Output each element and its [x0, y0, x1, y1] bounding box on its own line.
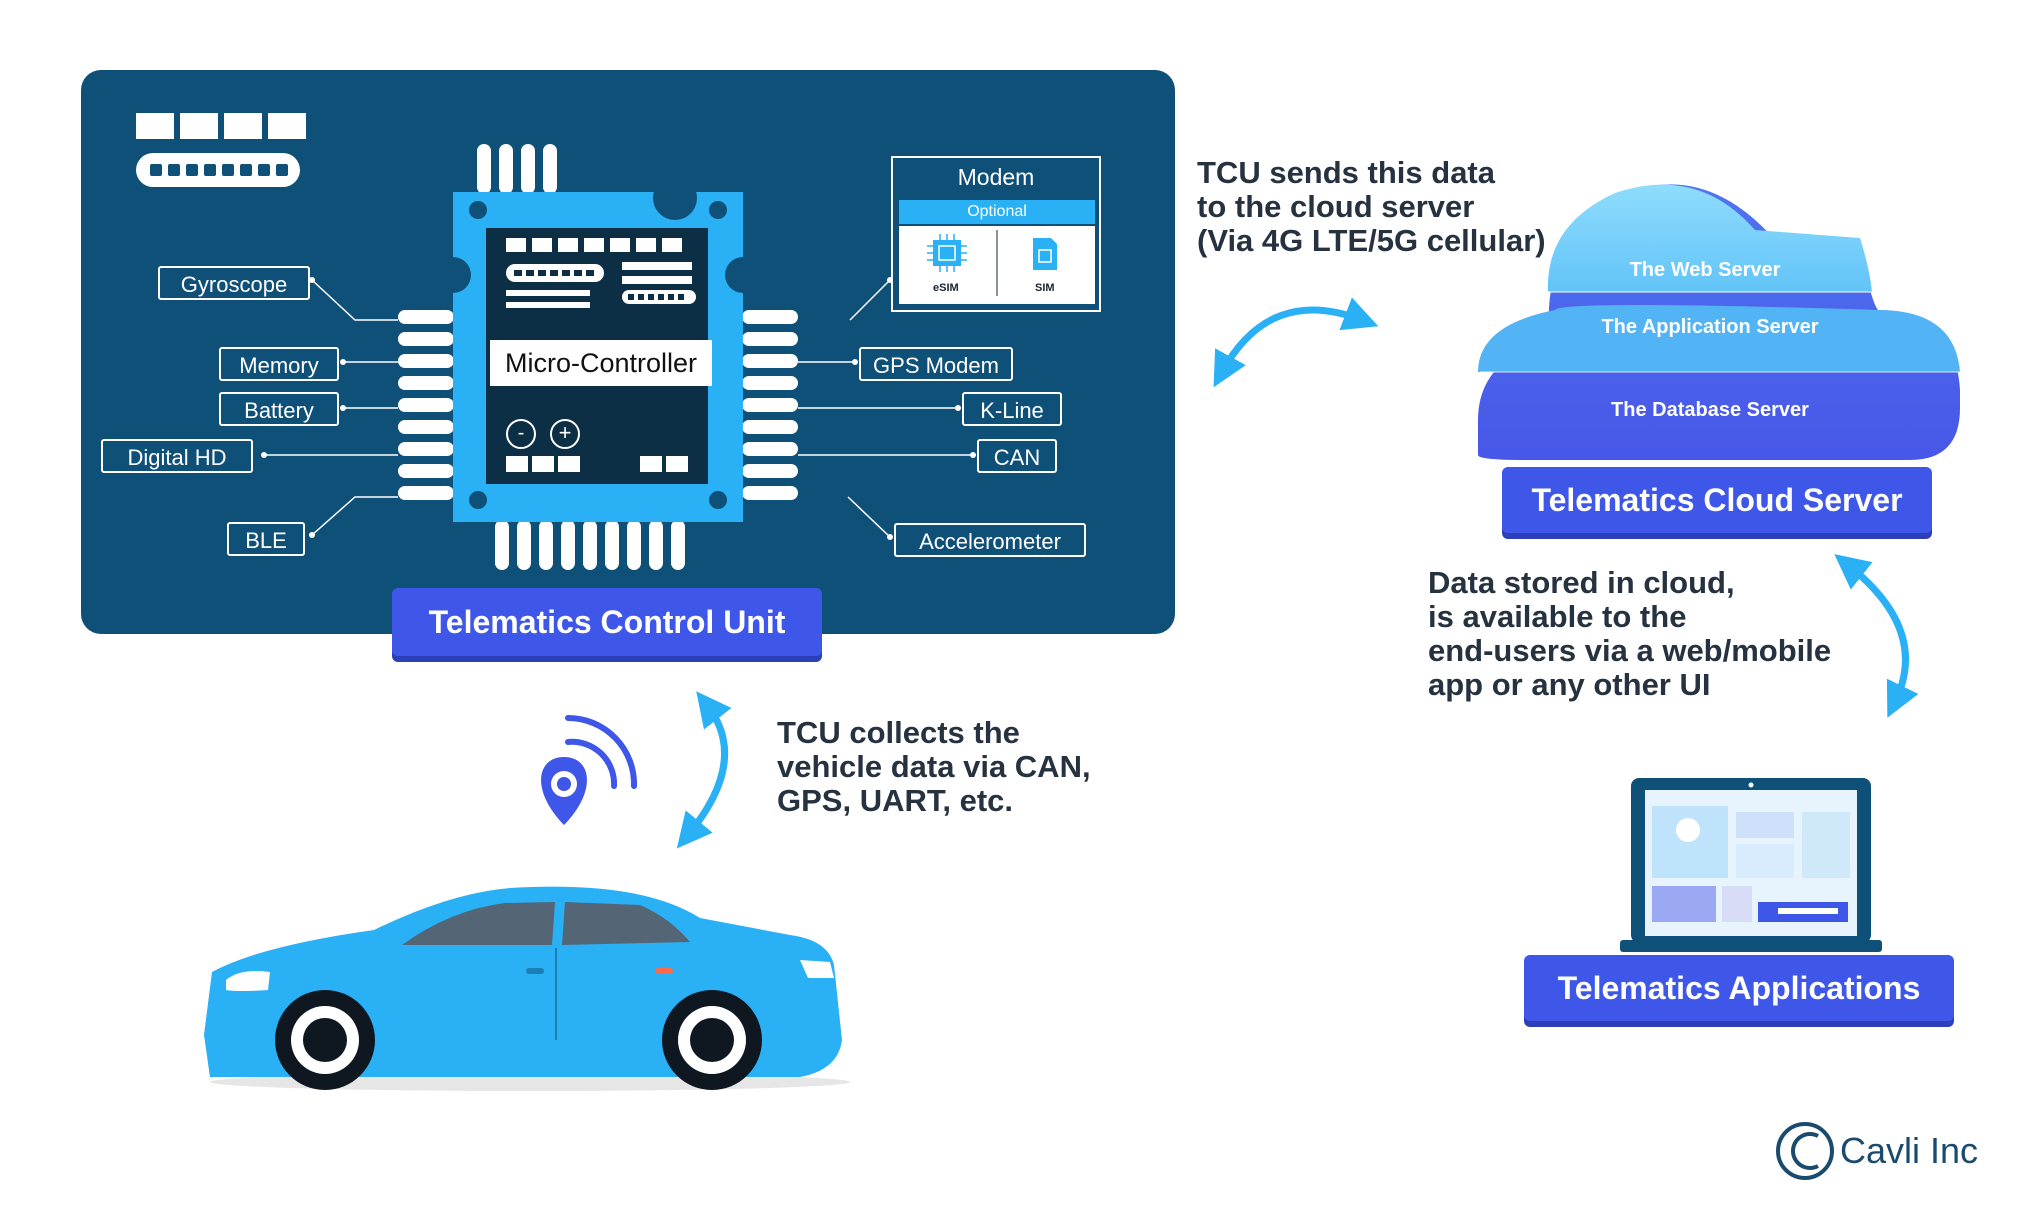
sensor-can: CAN: [977, 439, 1057, 473]
cavli-logo-icon: [1776, 1122, 1834, 1180]
apps-title-banner: Telematics Applications: [1524, 955, 1954, 1021]
chip-pins: [398, 144, 798, 570]
brand-name: Cavli Inc: [1840, 1130, 1979, 1171]
cloud-layer-web: The Web Server: [1629, 259, 1781, 281]
send-arrow-icon: [1213, 297, 1379, 388]
note-stored: Data stored in cloud, is available to th…: [1428, 565, 1832, 702]
sim-label: SIM: [1035, 282, 1055, 294]
brand: Cavli Inc: [1778, 1120, 1978, 1182]
cloud-layer-application: The Application Server: [1601, 316, 1819, 338]
note-send: TCU sends this data to the cloud server …: [1197, 155, 1546, 258]
sensor-connectors: [264, 279, 973, 538]
sensor-battery: Battery: [219, 392, 339, 426]
sensor-gps-modem: GPS Modem: [859, 347, 1013, 381]
cloud-icon: [1478, 184, 1960, 460]
location-pin-icon: [541, 757, 587, 825]
tcu-title-banner: Telematics Control Unit: [392, 588, 822, 656]
modem-optional-badge: Optional: [899, 200, 1095, 224]
sensor-k-line: K-Line: [962, 392, 1062, 426]
cloud-title-banner: Telematics Cloud Server: [1502, 467, 1932, 533]
chip-minus-label: -: [517, 422, 525, 444]
chip-plus-label: +: [558, 420, 572, 445]
stored-arrow-icon: [1834, 554, 1919, 718]
note-collect: TCU collects the vehicle data via CAN, G…: [777, 715, 1091, 818]
sensor-ble: BLE: [227, 522, 305, 556]
esim-label: eSIM: [933, 282, 959, 294]
modem-title: Modem: [957, 164, 1035, 190]
panel-decoration-icon: [136, 113, 306, 187]
esim-chip-icon: [927, 230, 1057, 296]
sim-card-icon: [1033, 238, 1057, 270]
collect-arrow-icon: [676, 691, 732, 849]
car-icon: [204, 886, 850, 1091]
sensor-memory: Memory: [219, 347, 339, 381]
sensor-accelerometer: Accelerometer: [894, 523, 1086, 557]
plus-button-icon: [550, 419, 580, 449]
cloud-layer-database: The Database Server: [1611, 399, 1809, 421]
wireless-signal-icon: [565, 715, 638, 789]
micro-controller-label: Micro-Controller: [490, 340, 712, 386]
modem-sim-panel: eSIM SIM: [899, 226, 1095, 304]
laptop-icon: [1620, 778, 1882, 952]
sensor-gyroscope: Gyroscope: [158, 266, 310, 300]
minus-button-icon: [506, 419, 536, 449]
sensor-digital-hd: Digital HD: [101, 439, 253, 473]
modem-box: Modem Optional eSIM SIM: [891, 156, 1101, 312]
